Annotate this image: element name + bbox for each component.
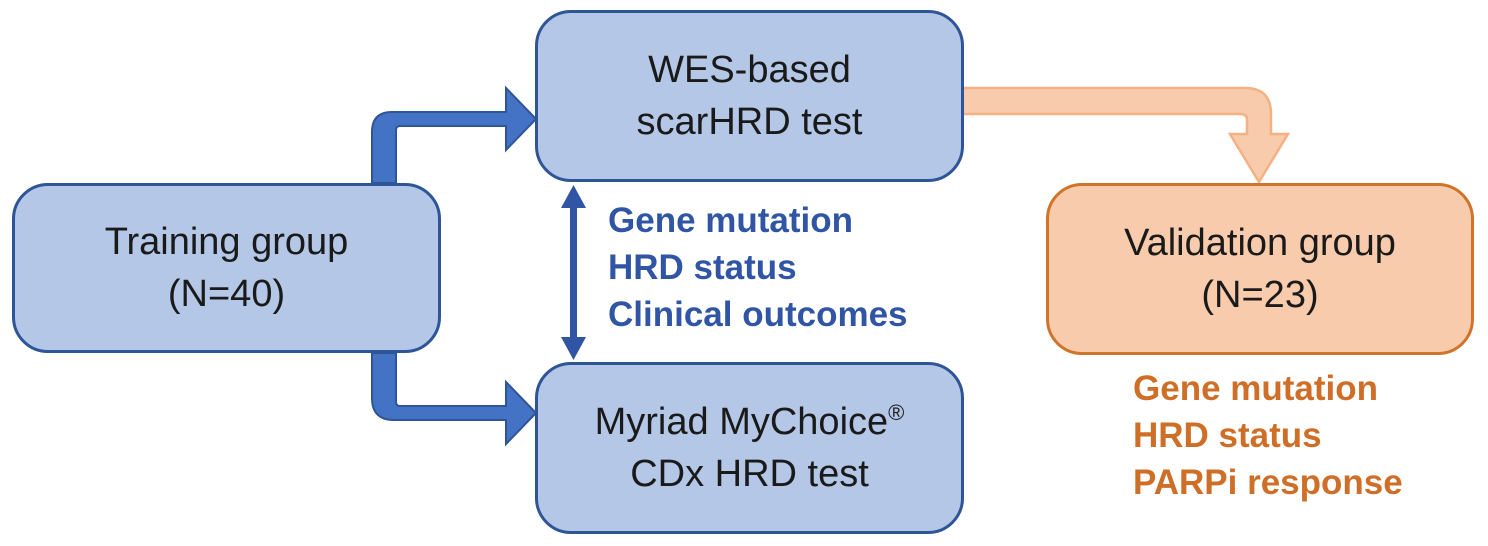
double-arrow-wes-myriad <box>561 185 586 360</box>
validation-label-parpi-response: PARPi response <box>1133 463 1403 502</box>
validation-label-hrd-status: HRD status <box>1133 416 1322 455</box>
validation-group-box: Validation group (N=23) <box>1046 183 1474 355</box>
validation-group-title: Validation group <box>1124 222 1396 264</box>
arrow-training-to-wes <box>371 85 538 184</box>
myriad-box-line2: CDx HRD test <box>630 453 869 495</box>
validation-label-gene-mutation: Gene mutation <box>1133 369 1379 408</box>
training-group-count: (N=40) <box>167 273 286 315</box>
wes-box-line1: WES-based <box>648 49 851 91</box>
training-group-box: Training group (N=40) <box>12 183 441 353</box>
validation-group-count: (N=23) <box>1201 274 1319 316</box>
wes-scarhrd-box: WES-based scarHRD test <box>535 10 964 182</box>
registered-mark: ® <box>888 400 905 425</box>
comparison-label-clinical-outcomes: Clinical outcomes <box>608 295 908 334</box>
myriad-mychoice-box: Myriad MyChoice® CDx HRD test <box>535 362 964 534</box>
comparison-label-hrd-status: HRD status <box>608 248 797 287</box>
comparison-criteria-list: Gene mutation HRD status Clinical outcom… <box>608 197 908 338</box>
validation-criteria-list: Gene mutation HRD status PARPi response <box>1133 365 1403 506</box>
arrow-wes-to-validation <box>960 86 1291 185</box>
comparison-label-gene-mutation: Gene mutation <box>608 201 854 240</box>
arrow-training-to-myriad <box>371 352 538 447</box>
wes-box-line2: scarHRD test <box>636 101 863 143</box>
myriad-box-line1: Myriad MyChoice® <box>594 400 905 443</box>
training-group-title: Training group <box>104 221 349 263</box>
